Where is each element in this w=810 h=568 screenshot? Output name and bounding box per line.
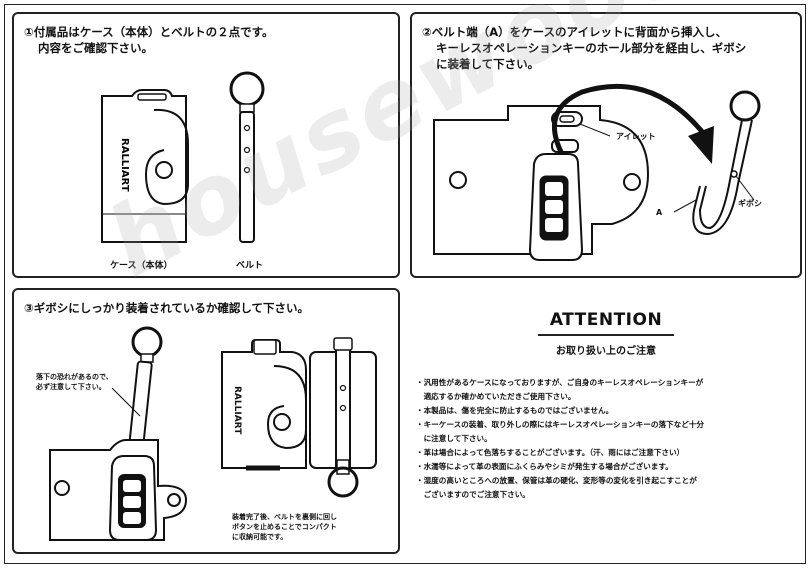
storage-note-line1: 装着完了後、ベルトを裏側に回し	[232, 513, 337, 521]
attention-item: ・汎用性があるケースになっておりますが、ご自身のキーレスオペレーションキーが	[416, 378, 704, 387]
storage-note-line3: に収納可能です。	[232, 533, 288, 541]
case-and-belt-illustration: RALLIART	[101, 71, 265, 243]
check-illustration	[49, 326, 377, 541]
panel2-title-line2: キーレスオペレーションキーのホール部分を経由し、ギボシ	[436, 41, 747, 55]
panel-contents: ①付属品はケース（本体）とベルトの２点です。 内容をご確認下さい。 RALLIA…	[12, 12, 400, 278]
belt-drawing	[229, 71, 265, 243]
attention-item: ・本製品は、傷を完全に防止するものではございません。	[416, 406, 614, 415]
panel1-title-line1: ①付属品はケース（本体）とベルトの２点です。	[24, 25, 274, 39]
attention-item: ・キーケースの装着、取り外しの際にはキーレスオペレーションキーの落下など十分	[416, 420, 705, 429]
warning-note-line2: 必ず注意して下さい。	[36, 383, 106, 391]
case-brand-text: RALLIART	[232, 386, 242, 435]
a-label: A	[656, 208, 663, 217]
attention-item: ・水濡等によって革の表面にふくらみやシミが発生する場合がございます。	[416, 462, 673, 471]
storage-note-line2: ボタンを止めることでコンパクト	[232, 523, 337, 531]
panel2-title-line3: に装着して下さい。	[436, 57, 540, 71]
attach-illustration	[433, 83, 761, 261]
panel-attach-instructions: ②ベルト端（A）をケースのアイレットに背面から挿入し、 キーレスオペレーションキ…	[410, 12, 802, 278]
panel-check-attachment: ③ギボシにしっかり装着されているか確認して下さい。 落下の恐れがあるので、 必ず…	[12, 288, 400, 554]
attention-divider	[538, 334, 674, 336]
panel2-title-line1: ②ベルト端（A）をケースのアイレットに背面から挿入し、	[422, 25, 727, 39]
case-label: ケース（本体）	[110, 261, 173, 271]
attention-title: ATTENTION	[549, 310, 663, 330]
attention-section: ATTENTION お取り扱い上のご注意 ・汎用性があるケースになっておりますが…	[408, 296, 804, 552]
panel3-title: ③ギボシにしっかり装着されているか確認して下さい。	[24, 301, 310, 315]
giboshi-label: ギボシ	[738, 199, 762, 208]
eyelet-label: アイレット	[616, 132, 656, 141]
attention-item: ございますのでご注意下さい。	[416, 490, 530, 499]
attention-item: に注意して下さい。	[416, 434, 492, 443]
case-drawing	[101, 89, 189, 243]
attention-item: 適応するか確かめていただきご使用下さい。	[416, 392, 576, 401]
attention-item: ・革は場合によって色落ちすることがございます。（汗、雨にはご注意下さい）	[416, 448, 685, 457]
attention-item: ・湿度の高いところへの放置、保管は革の硬化、変形等の変化を引き起こすことが	[416, 476, 697, 485]
attention-list: ・汎用性があるケースになっておりますが、ご自身のキーレスオペレーションキーが 適…	[416, 376, 800, 502]
case-brand-text: RALLIART	[119, 138, 130, 192]
attention-subtitle: お取り扱い上のご注意	[556, 346, 656, 357]
belt-label: ベルト	[236, 261, 264, 271]
warning-note-line1: 落下の恐れがあるので、	[36, 373, 113, 381]
panel1-title-line2: 内容をご確認下さい。	[38, 41, 153, 55]
